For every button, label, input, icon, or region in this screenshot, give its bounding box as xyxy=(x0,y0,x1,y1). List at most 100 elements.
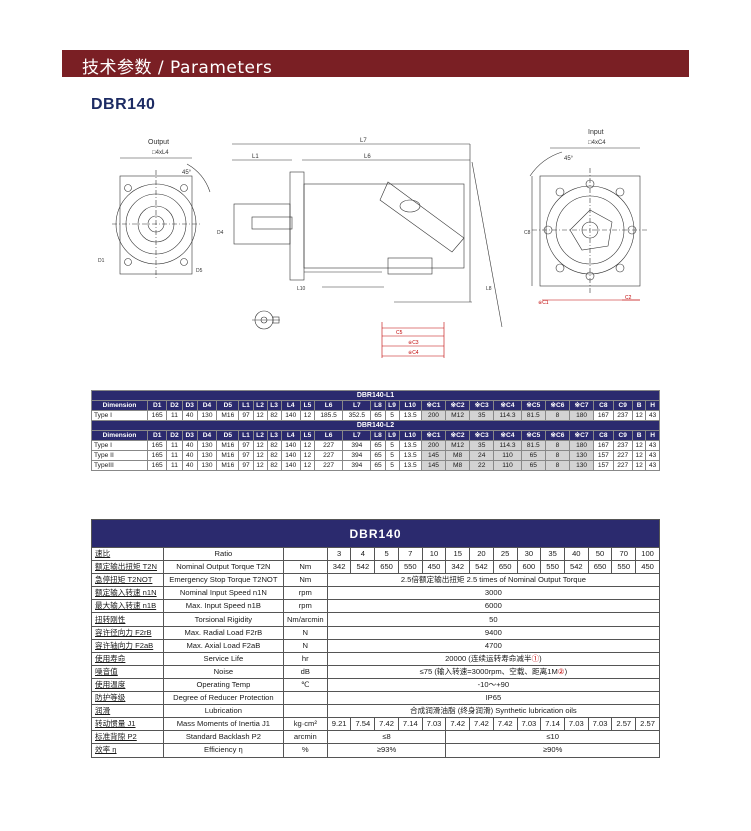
dim-cell: 43 xyxy=(645,450,660,461)
dim-cell: 11 xyxy=(166,450,183,461)
torque-cell: 542 xyxy=(469,560,494,575)
spec-value: 3000 xyxy=(326,586,661,601)
dim-cell: M8 xyxy=(445,460,471,471)
dim-cell: 227 xyxy=(612,460,633,471)
label-d1: D1 xyxy=(98,258,105,264)
dim-cell: 12 xyxy=(299,410,315,421)
spec-label-zh: 容许径向力 F2rB xyxy=(91,625,164,640)
dim-cell: Type II xyxy=(91,450,148,461)
side-view: L7 L6 L1 L10 D4 L8 xyxy=(217,138,503,328)
dim-header-cell: D5 xyxy=(216,430,240,441)
technical-drawing: Output □4xL4 45° D1 D5 L7 xyxy=(92,122,660,364)
spec-label-en: Emergency Stop Torque T2NOT xyxy=(162,573,284,588)
dim-cell: 165 xyxy=(146,460,168,471)
spec-label-zh: 噪音值 xyxy=(91,664,164,679)
dim-cell: 180 xyxy=(569,410,595,421)
drawing-svg: Output □4xL4 45° D1 D5 L7 xyxy=(98,129,648,358)
dim-header-cell: D2 xyxy=(166,400,183,411)
dim-cell: TypeIII xyxy=(91,460,148,471)
ratio-cell: 70 xyxy=(611,546,637,562)
output-label: Output xyxy=(148,139,169,146)
ratio-cell: 7 xyxy=(397,546,423,562)
spec-unit xyxy=(282,691,328,706)
label-d4: D4 xyxy=(217,230,224,236)
dim-cell: 22 xyxy=(469,460,495,471)
label-l8: L8 xyxy=(486,286,492,292)
dim-header-cell: L1 xyxy=(238,430,254,441)
dim-cell: 394 xyxy=(342,440,372,451)
dim-cell: 97 xyxy=(238,450,254,461)
dim-cell: 140 xyxy=(280,460,301,471)
spec-label-en: Max. Radial Load F2rB xyxy=(162,625,284,640)
dim-cell: 40 xyxy=(181,440,198,451)
dim-cell: 5 xyxy=(384,450,400,461)
dim-cell: 130 xyxy=(196,440,218,451)
input-dimensions-red: C5 ※C3 ※C4 xyxy=(381,322,445,358)
spec-unit xyxy=(282,546,328,562)
dim-header-cell: Dimension xyxy=(91,430,148,441)
dim-cell: 12 xyxy=(252,460,268,471)
dim-header-cell: L5 xyxy=(299,400,315,411)
dim-cell: 114.3 xyxy=(493,440,522,451)
dim-header-cell: L8 xyxy=(370,400,386,411)
dim-cell: 11 xyxy=(166,460,183,471)
dim-cell: 114.3 xyxy=(493,410,522,421)
torque-cell: 650 xyxy=(374,560,399,575)
dim-cell: 167 xyxy=(593,440,614,451)
spec-value-main: ≤75 (输入转速=3000rpm、空载、距离1M xyxy=(419,666,558,676)
dim-cell: 5 xyxy=(384,440,400,451)
dim-cell: 65 xyxy=(370,450,386,461)
spec-label-en: Torsional Rigidity xyxy=(162,612,284,627)
inertia-cell: 7.03 xyxy=(421,717,447,732)
dim-cell: 5 xyxy=(384,460,400,471)
torque-cell: 342 xyxy=(445,560,471,575)
dim-header-cell: D3 xyxy=(181,430,198,441)
spec-unit: Nm xyxy=(282,560,328,575)
ratio-cell: 35 xyxy=(540,546,565,562)
spec-unit: arcmin xyxy=(282,730,328,745)
dim-cell: 11 xyxy=(166,440,183,451)
dim-cell: 13.5 xyxy=(398,450,422,461)
dim-cell: 130 xyxy=(569,460,595,471)
dim-header-cell: ※C2 xyxy=(445,430,471,441)
dim-cell: 145 xyxy=(420,450,447,461)
dim-cell: 130 xyxy=(196,460,218,471)
inertia-cell: 9.21 xyxy=(326,717,352,732)
inertia-cell: 7.14 xyxy=(540,717,565,732)
dim-header-cell: L9 xyxy=(384,430,400,441)
dim-cell: 12 xyxy=(631,440,647,451)
dim-cell: 12 xyxy=(299,450,315,461)
spec-label-zh: 额定输入转速 n1N xyxy=(91,586,164,601)
spec-value-tail: ) xyxy=(539,653,542,663)
dim-cell: 65 xyxy=(520,460,546,471)
inertia-cell: 7.14 xyxy=(397,717,423,732)
dim-cell: 82 xyxy=(266,410,282,421)
dim-header-cell: L10 xyxy=(398,400,422,411)
label-l1: L1 xyxy=(252,154,259,160)
inertia-cell: 2.57 xyxy=(611,717,637,732)
label-l10: L10 xyxy=(297,286,306,292)
spec-label-en: Nominal Input Speed n1N xyxy=(162,586,284,601)
dim-cell: 110 xyxy=(493,450,522,461)
dim-header-cell: ※C3 xyxy=(469,430,495,441)
spec-unit: hr xyxy=(282,651,328,666)
dim-cell: 8 xyxy=(544,450,571,461)
spec-value-main: 20000 (连续运转寿命减半 xyxy=(445,653,532,663)
spec-label-en: Ratio xyxy=(162,546,284,562)
ratio-cell: 20 xyxy=(469,546,494,562)
label-l6: L6 xyxy=(364,154,371,160)
spec-unit: kg·cm² xyxy=(282,717,328,732)
spec-unit: dB xyxy=(282,664,328,679)
dim-header-cell: ※C6 xyxy=(544,430,571,441)
dim-header-cell: L7 xyxy=(342,400,372,411)
dim-header-cell: L7 xyxy=(342,430,372,441)
dim-cell: 352.5 xyxy=(342,410,372,421)
spec-value: 合成润滑油脂 (终身润滑) Synthetic lubrication oils xyxy=(326,704,661,719)
ratio-cell: 40 xyxy=(563,546,589,562)
dim-cell: 237 xyxy=(612,440,633,451)
